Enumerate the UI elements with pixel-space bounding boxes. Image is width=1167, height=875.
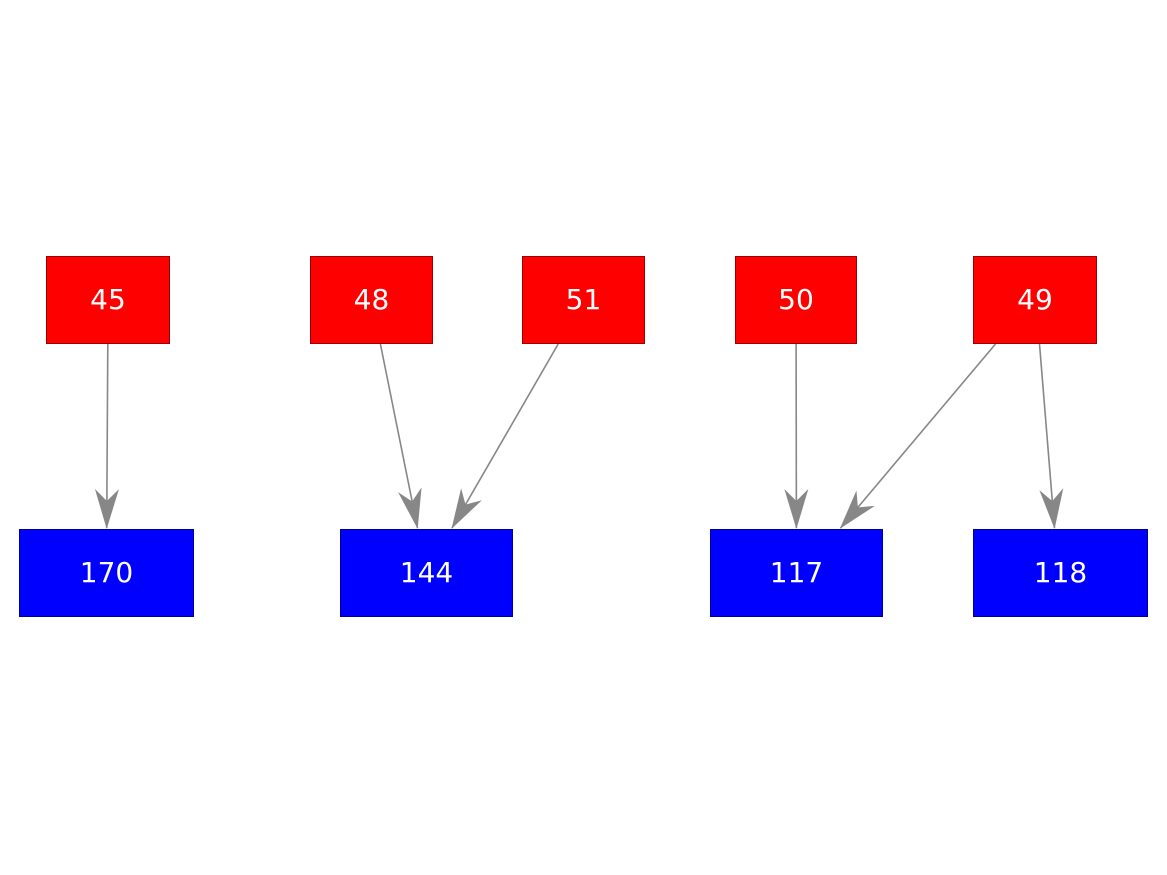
graph-node-117: 117 [710,529,883,617]
graph-node-170: 170 [19,529,194,617]
graph-node-50: 50 [735,256,857,344]
edge-group [94,343,1064,529]
edge-51-144 [451,343,559,529]
graph-node-118: 118 [973,529,1148,617]
edge-49-117 [839,343,997,529]
graph-node-45: 45 [46,256,170,344]
graph-node-144: 144 [340,529,513,617]
edge-48-144 [379,343,422,529]
graph-node-49: 49 [973,256,1097,344]
edge-49-118 [1038,343,1064,529]
graph-node-51: 51 [522,256,645,344]
edge-45-170 [94,343,119,529]
graph-node-48: 48 [310,256,433,344]
